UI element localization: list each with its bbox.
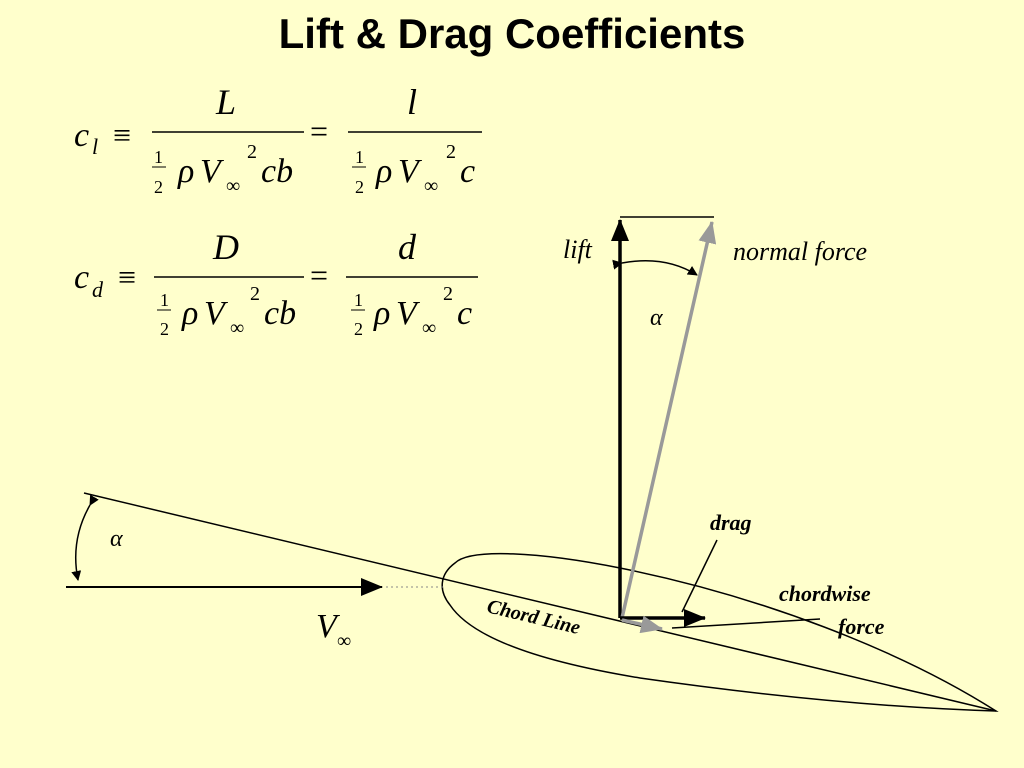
cl-rho-1: ρ <box>177 153 194 190</box>
cl-inf-2: ∞ <box>424 175 438 197</box>
cl-symbol: c <box>74 117 89 154</box>
alpha-arc-top <box>612 259 698 276</box>
equation-drag-coefficient: c d ≡ D 1 2 ρ V ∞ 2 cb = d 1 2 ρ V ∞ 2 c <box>74 227 478 339</box>
cd-inf-2: ∞ <box>422 317 436 339</box>
cd-rho-1: ρ <box>181 295 198 332</box>
cd-rho-2: ρ <box>373 295 390 332</box>
normal-force-arrow <box>620 221 717 619</box>
cd-symbol: c <box>74 259 89 296</box>
chordwise-label-line1: chordwise <box>779 581 871 606</box>
cl-rho-2: ρ <box>375 153 392 190</box>
cl-half-num-1: 1 <box>154 147 163 167</box>
cd-half-den-2: 2 <box>354 319 363 339</box>
equation-lift-coefficient: c l ≡ L 1 2 ρ V ∞ 2 cb = l 1 2 ρ V ∞ 2 c <box>74 82 482 197</box>
cd-tail-1: cb <box>264 295 296 332</box>
airfoil-force-diagram: V ∞ α Chord Line lift normal force α <box>66 216 999 712</box>
slide-title: Lift & Drag Coefficients <box>278 10 746 57</box>
airfoil-outline <box>441 552 999 712</box>
cd-subscript: d <box>92 277 104 302</box>
alpha-label-top: α <box>650 305 663 331</box>
cd-half-num-1: 1 <box>160 290 169 310</box>
cl-exp-1: 2 <box>247 141 257 163</box>
cd-numerator-D: D <box>212 227 239 267</box>
cl-exp-2: 2 <box>446 141 456 163</box>
drag-leader-line <box>681 539 718 613</box>
cl-V-1: V <box>200 153 225 190</box>
cl-tail-1: cb <box>261 153 293 190</box>
cl-half-num-2: 1 <box>355 147 364 167</box>
cd-V-2: V <box>396 295 421 332</box>
cl-V-2: V <box>398 153 423 190</box>
cd-tail-2: c <box>457 295 472 332</box>
cd-equals-sign: = <box>310 257 328 293</box>
cd-half-den-1: 2 <box>160 319 169 339</box>
chord-line <box>83 492 997 712</box>
cd-exp-2: 2 <box>443 283 453 305</box>
cl-half-den-1: 2 <box>154 177 163 197</box>
drag-label: drag <box>710 510 752 535</box>
cd-inf-1: ∞ <box>230 317 244 339</box>
chordwise-label-line2: force <box>838 614 885 639</box>
normal-force-label: normal force <box>733 237 867 266</box>
cd-exp-1: 2 <box>250 283 260 305</box>
cl-equiv-sign: ≡ <box>113 117 131 153</box>
alpha-label-left: α <box>110 526 123 552</box>
cl-half-den-2: 2 <box>355 177 364 197</box>
cl-inf-1: ∞ <box>226 175 240 197</box>
lift-label: lift <box>563 235 593 264</box>
cd-numerator-d: d <box>398 227 417 267</box>
cl-numerator-l: l <box>407 82 417 122</box>
alpha-arc-left <box>71 494 99 581</box>
cl-subscript: l <box>92 134 98 159</box>
cl-tail-2: c <box>460 153 475 190</box>
cl-numerator-L: L <box>215 82 236 122</box>
cl-equals-sign: = <box>310 113 328 149</box>
cd-V-1: V <box>204 295 229 332</box>
chord-line-label: Chord Line <box>485 595 583 639</box>
freestream-inf-subscript: ∞ <box>337 630 351 652</box>
cd-equiv-sign: ≡ <box>118 259 136 295</box>
cd-half-num-2: 1 <box>354 290 363 310</box>
chordwise-leader-line <box>671 618 821 629</box>
chordwise-force-arrow <box>621 615 663 634</box>
